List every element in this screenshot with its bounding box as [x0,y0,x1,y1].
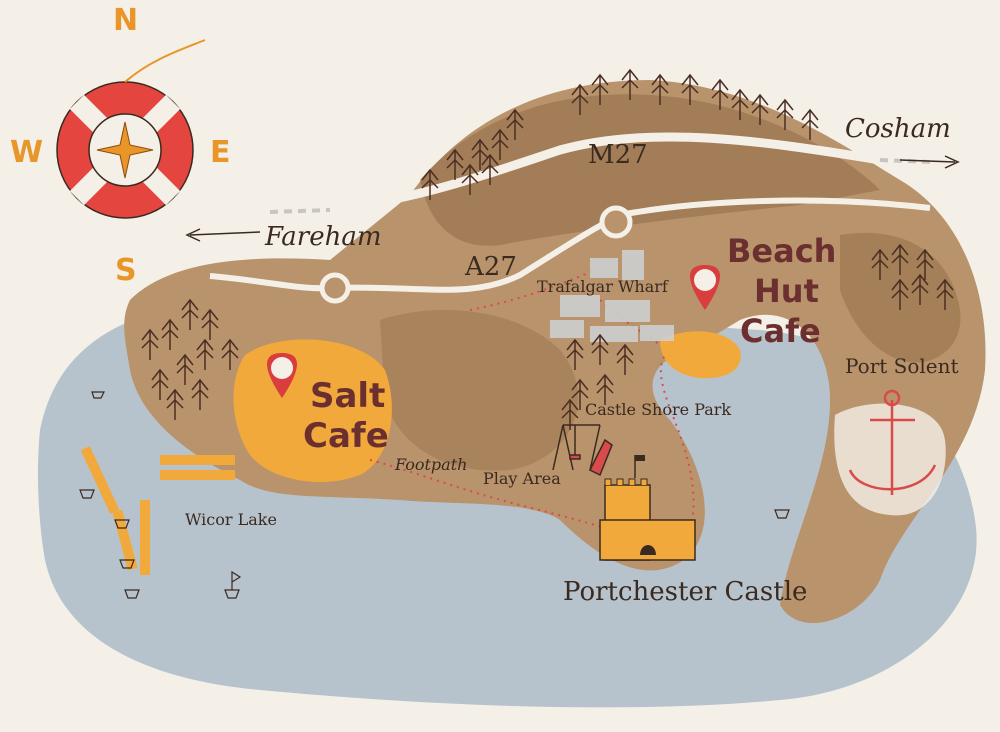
coffee-bean-icon [271,357,293,379]
tree-icon [891,243,909,275]
tree-icon [571,83,589,115]
compass-west: W [10,135,43,170]
salt-cafe-pin-icon [267,353,297,398]
portchester-castle-icon [599,455,696,561]
port-solent-label: Port Solent [845,354,959,378]
tree-icon [566,338,584,370]
roundabout-east [599,205,633,239]
wicor-lake-label: Wicor Lake [185,510,277,529]
tree-icon [471,138,489,170]
beach-hut-cafe-area [660,331,741,379]
tree-icon [461,163,479,195]
a27-road [209,197,931,293]
wooded-area-centre [380,310,579,471]
cosham-label: Cosham [845,114,951,144]
m27-label: M27 [588,140,648,170]
trees [141,68,954,430]
tree-icon [421,168,439,200]
footpath-label: Footpath [394,455,467,474]
tree-icon [151,368,169,400]
compass-lifebuoy [56,39,206,219]
boats [79,391,790,599]
tree-icon [871,248,889,280]
tree-icon [571,378,589,410]
tree-icon [731,88,749,120]
portchester-castle-label: Portchester Castle [563,577,807,607]
tree-icon [596,373,614,405]
salt-cafe-line1: Salt [310,376,385,416]
tree-icon [446,148,464,180]
fareham-label: Fareham [264,222,382,252]
m27-road [309,132,881,215]
tree-icon [506,108,524,140]
tree-icon [141,328,159,360]
tree-icon [936,278,954,310]
tree-icon [776,98,794,130]
trafalgar-wharf-label: Trafalgar Wharf [537,277,669,296]
tree-icon [651,73,669,105]
tree-icon [591,73,609,105]
compass-south: S [115,253,137,288]
beach-hut-line2: Hut [754,272,819,310]
trafalgar-wharf-buildings [550,250,674,342]
compass-north: N [113,3,138,38]
wooded-area-north [420,94,880,246]
fareham-arrow [185,228,261,242]
roundabout-west [319,272,351,304]
tree-icon [176,353,194,385]
tree-icon [221,338,239,370]
castle-shore-park-label: Castle Shore Park [585,400,731,419]
tree-icon [621,68,639,100]
tree-icon [481,153,499,185]
beach-hut-line3: Cafe [740,312,821,350]
tree-icon [491,128,509,160]
tree-icon [161,318,179,350]
m27-dash-west [269,208,331,214]
coffee-bean-icon [694,269,716,291]
anchor-icon [834,389,946,516]
marina-jetties [80,446,235,575]
a27-label: A27 [464,252,517,282]
compass-east: E [210,135,231,170]
salt-cafe-line2: Cafe [303,416,389,456]
tree-icon [911,273,929,305]
tree-icon [916,248,934,280]
tree-icon [751,93,769,125]
play-area-icon [552,424,613,477]
tree-icon [801,108,819,140]
tree-icon [166,388,184,420]
tree-icon [616,343,634,375]
beach-hut-line1: Beach [727,232,836,270]
beach-hut-cafe-pin-icon [690,265,720,310]
tree-icon [891,278,909,310]
play-area-label: Play Area [483,469,561,488]
cosham-arrow [899,155,960,169]
tree-icon [681,73,699,105]
tree-icon [191,378,209,410]
tree-icon [591,333,609,365]
tree-icon [201,308,219,340]
tree-icon [181,298,199,330]
tree-icon [711,78,729,110]
tree-icon [196,338,214,370]
